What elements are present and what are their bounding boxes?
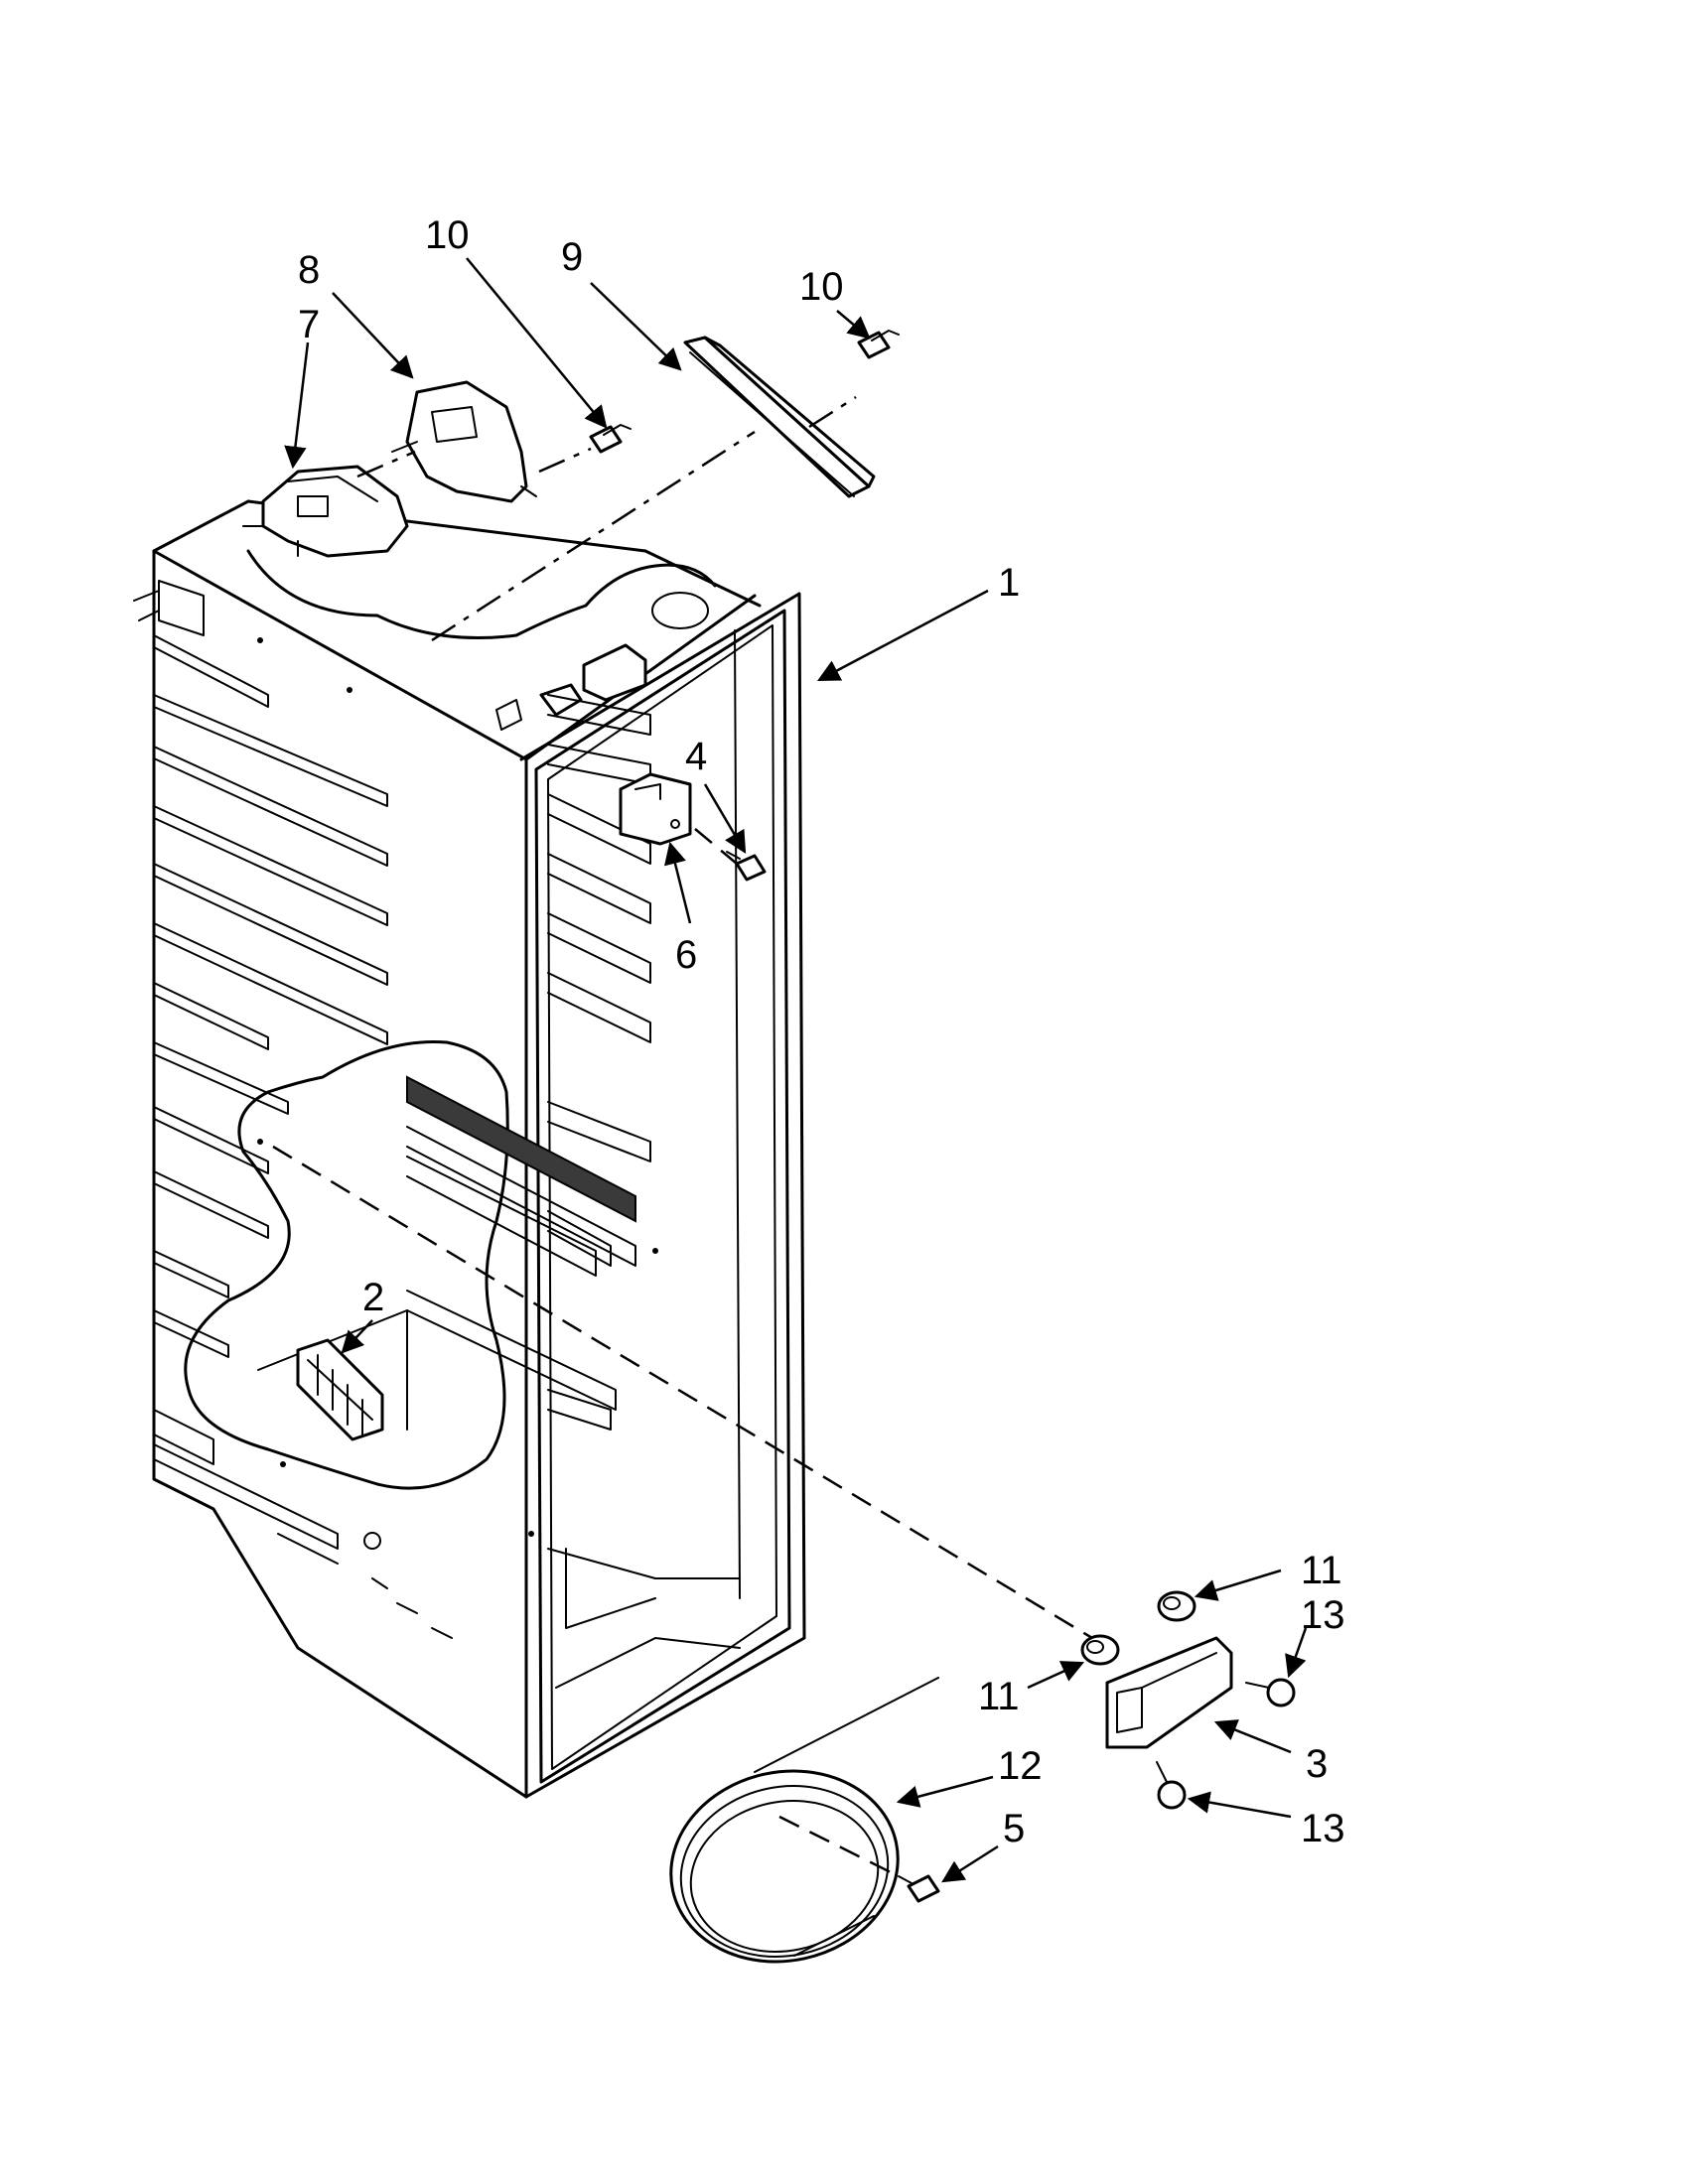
grille-part-2: [296, 1338, 384, 1441]
screw-part-5: [898, 1874, 940, 1903]
callout-2: 2: [362, 1276, 384, 1319]
callout-11-upper: 11: [1301, 1549, 1342, 1592]
callout-4: 4: [685, 735, 707, 778]
screw-part-4: [726, 851, 767, 882]
callout-1: 1: [998, 561, 1020, 605]
callout-12: 12: [998, 1744, 1043, 1788]
callout-13-upper: 13: [1301, 1593, 1345, 1637]
callout-leaders: [284, 257, 1308, 1883]
assembly-lines: [272, 395, 1093, 1878]
callout-9: 9: [561, 235, 583, 279]
callout-8: 8: [298, 248, 320, 292]
rail-part-9: [683, 336, 876, 498]
bracket-part-6: [619, 772, 692, 846]
light-housing-part-3: [1105, 1636, 1233, 1749]
control-housing-part-7: [242, 465, 409, 558]
socket-part-11-lower: [1080, 1634, 1120, 1666]
callout-labels: 1 2 3 4 5 6 7 8 9 10 10 11 11 12 13 13: [298, 213, 1345, 1850]
screw-part-10-left: [589, 424, 632, 454]
callout-5: 5: [1003, 1807, 1025, 1850]
bracket-part-8: [391, 380, 537, 503]
refrigerator-liner: [133, 499, 806, 1799]
wire-harness-part-12: [669, 1677, 939, 1964]
callout-11-lower: 11: [978, 1675, 1020, 1718]
callout-13-lower: 13: [1301, 1807, 1345, 1850]
callout-3: 3: [1306, 1742, 1328, 1786]
callout-6: 6: [675, 933, 697, 977]
callout-10-left: 10: [425, 213, 470, 257]
socket-part-11-upper: [1157, 1590, 1196, 1622]
callout-7: 7: [298, 303, 320, 346]
callout-10-right: 10: [799, 265, 844, 309]
bulb-part-13-lower: [1156, 1761, 1187, 1810]
bulb-part-13-upper: [1245, 1678, 1296, 1707]
